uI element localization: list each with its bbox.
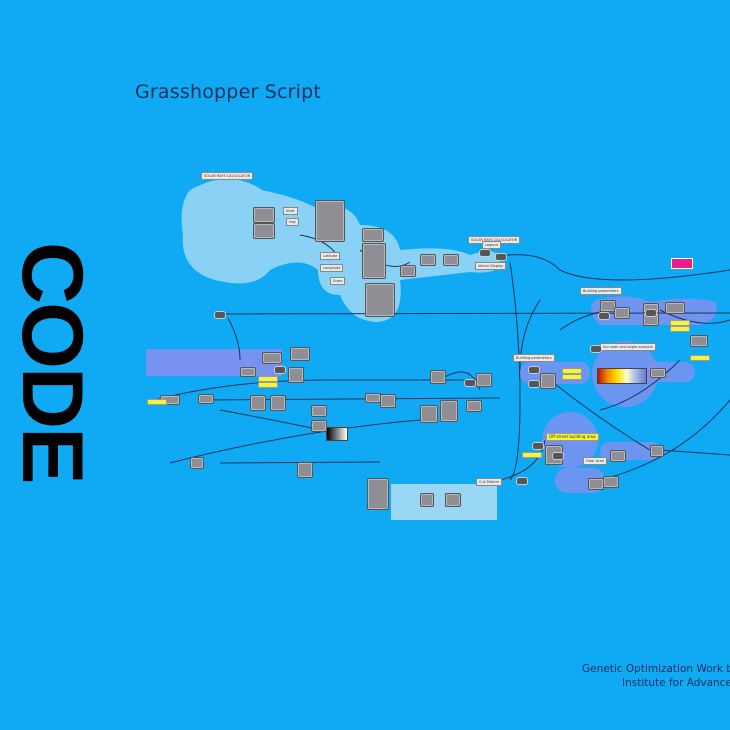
group-coordinates: [146, 349, 282, 376]
gradient-legend[interactable]: [597, 368, 647, 384]
group-label-solar-path: Sun path and angle analysis: [600, 343, 656, 351]
grasshopper-component[interactable]: [614, 307, 630, 319]
grasshopper-component[interactable]: [362, 243, 386, 279]
gradient-bw[interactable]: [326, 427, 348, 441]
credit-line-1: Genetic Optimization Work by Je: [582, 663, 730, 675]
param-vector-display: Vector Display: [475, 262, 507, 270]
grasshopper-component[interactable]: [466, 400, 482, 412]
toggle-node[interactable]: [645, 309, 657, 317]
param-longitude[interactable]: Longitude: [320, 264, 344, 272]
toggle-node[interactable]: [528, 366, 540, 374]
grasshopper-component[interactable]: [440, 400, 458, 422]
grasshopper-component[interactable]: [650, 445, 664, 457]
grasshopper-component[interactable]: [315, 200, 345, 242]
grasshopper-component[interactable]: [288, 367, 304, 383]
grasshopper-component[interactable]: [362, 228, 384, 242]
yellow-panel: [670, 320, 690, 326]
grasshopper-component[interactable]: [610, 450, 626, 462]
grasshopper-component[interactable]: [443, 254, 459, 266]
grasshopper-component[interactable]: [270, 395, 286, 411]
grasshopper-component[interactable]: [311, 405, 327, 417]
grasshopper-component[interactable]: [665, 302, 685, 314]
grasshopper-component[interactable]: [420, 493, 434, 507]
grasshopper-component[interactable]: [650, 368, 666, 378]
group-label-offstreet: Off-street building area: [546, 433, 599, 441]
grasshopper-component[interactable]: [365, 283, 395, 317]
grasshopper-component[interactable]: [240, 367, 256, 377]
grasshopper-component[interactable]: [311, 420, 327, 432]
grasshopper-component[interactable]: [198, 394, 214, 404]
toggle-node[interactable]: [516, 477, 528, 485]
toggle-node[interactable]: [274, 366, 286, 374]
grasshopper-component[interactable]: [430, 370, 446, 384]
group-label-floor-area: Floor Area: [583, 457, 607, 465]
grasshopper-component[interactable]: [290, 347, 310, 361]
toggle-node[interactable]: [214, 311, 226, 319]
grasshopper-component[interactable]: [365, 393, 381, 403]
yellow-panel: [670, 326, 690, 332]
grasshopper-component[interactable]: [297, 462, 313, 478]
toggle-node[interactable]: [495, 253, 507, 261]
toggle-node[interactable]: [532, 442, 544, 450]
grasshopper-component[interactable]: [420, 405, 438, 423]
slide-title: Grasshopper Script: [135, 81, 322, 103]
grasshopper-component[interactable]: [367, 478, 389, 510]
toggle-node[interactable]: [552, 452, 564, 460]
grasshopper-component[interactable]: [190, 457, 204, 469]
param-legend: Legend: [482, 241, 501, 249]
grasshopper-component[interactable]: [588, 478, 604, 490]
group-cull: [391, 484, 497, 520]
group-label-solar: SOLAR RAYS CALCULATOR: [201, 172, 254, 180]
grasshopper-component[interactable]: [250, 395, 266, 411]
grasshopper-component[interactable]: [445, 493, 461, 507]
grasshopper-component[interactable]: [420, 254, 436, 266]
param-day[interactable]: Day: [286, 218, 299, 226]
param-start[interactable]: Start: [283, 207, 298, 215]
yellow-panel: [690, 355, 710, 361]
grasshopper-component[interactable]: [380, 394, 396, 408]
group-label-building-params: Building parameters: [580, 287, 622, 295]
credit-line-2: Institute for Advanced A: [622, 677, 730, 689]
toggle-node[interactable]: [464, 379, 476, 387]
toggle-node[interactable]: [598, 312, 610, 320]
yellow-panel: [562, 368, 582, 374]
toggle-node[interactable]: [479, 249, 491, 257]
grasshopper-component[interactable]: [603, 476, 619, 488]
grasshopper-component[interactable]: [600, 300, 616, 312]
yellow-panel: [522, 452, 542, 458]
grasshopper-component[interactable]: [476, 373, 492, 387]
credit: Genetic Optimization Work by Je Institut…: [582, 662, 730, 690]
pink-panel: [671, 258, 693, 269]
group-label-cull: Cull Pattern: [476, 478, 503, 486]
yellow-panel: [147, 399, 167, 405]
toggle-node[interactable]: [590, 345, 602, 353]
yellow-panel: [258, 382, 278, 388]
grasshopper-component[interactable]: [253, 207, 275, 223]
param-scale[interactable]: Scale: [330, 277, 346, 285]
group-label-building-params-2: Building parameters: [513, 354, 555, 362]
grasshopper-component[interactable]: [540, 373, 556, 389]
grasshopper-component[interactable]: [253, 223, 275, 239]
param-latitude[interactable]: Latitude: [320, 252, 341, 260]
yellow-panel: [258, 376, 278, 382]
yellow-panel: [562, 374, 582, 380]
toggle-node[interactable]: [528, 380, 540, 388]
grasshopper-component[interactable]: [690, 335, 708, 347]
grasshopper-component[interactable]: [400, 265, 416, 277]
grasshopper-component[interactable]: [262, 352, 282, 364]
